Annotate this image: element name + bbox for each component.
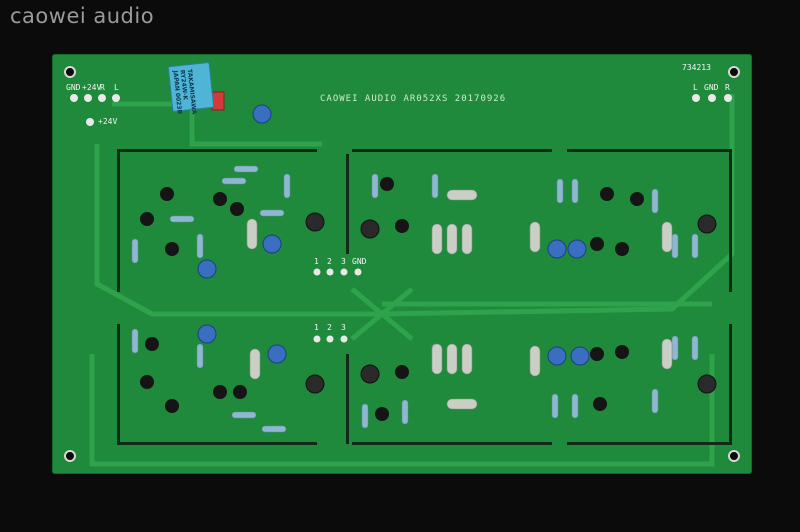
left-header-24v-2: +24V	[98, 117, 118, 126]
board-title: CAOWEI AUDIO AR052XS 20170926	[320, 94, 507, 104]
mid-pin-bottom-1: 1	[314, 323, 319, 332]
mid-pin-bottom-3: 3	[341, 323, 346, 332]
watermark: caowei audio	[10, 4, 155, 28]
left-header-gnd: GND	[66, 83, 81, 92]
left-header-r: R	[100, 83, 105, 92]
right-header-gnd: GND	[704, 83, 719, 92]
right-header-r: R	[725, 83, 730, 92]
pcb-artwork	[64, 66, 740, 467]
left-header-l: L	[114, 83, 119, 92]
mid-pin-1: 1	[314, 257, 319, 266]
right-header-l: L	[693, 83, 698, 92]
mid-pin-3: 3	[341, 257, 346, 266]
mid-pin-2: 2	[327, 257, 332, 266]
mid-pin-bottom-2: 2	[327, 323, 332, 332]
serial-number: 734213	[682, 63, 711, 72]
left-header-24v: +24V	[82, 83, 102, 92]
mid-pin-gnd: GND	[352, 257, 367, 266]
